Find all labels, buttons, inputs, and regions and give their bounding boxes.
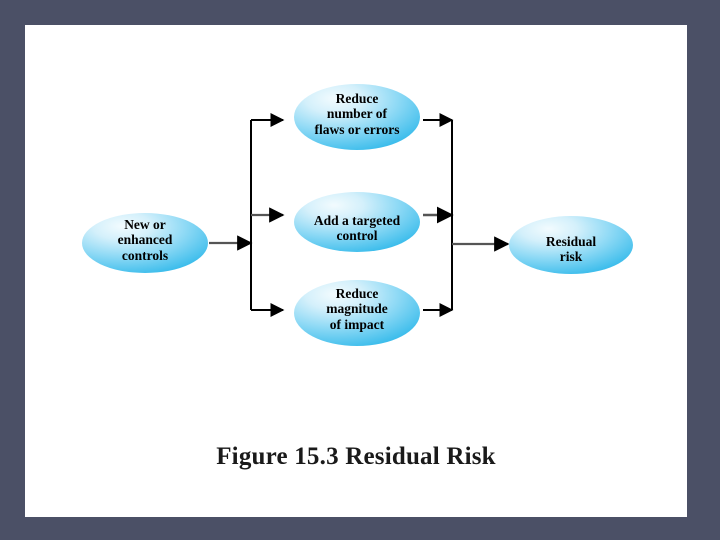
- node-residual-risk[interactable]: [509, 216, 633, 274]
- slide-canvas: New or enhanced controls Reduce number o…: [25, 25, 687, 517]
- node-reduce-magnitude-of-impact[interactable]: [294, 280, 420, 346]
- node-add-a-targeted-control[interactable]: [294, 192, 420, 252]
- node-new-or-enhanced-controls[interactable]: [82, 213, 208, 273]
- node-reduce-number-of-flaws-or-errors[interactable]: [294, 84, 420, 150]
- figure-caption: Figure 15.3 Residual Risk: [216, 443, 496, 470]
- diagram-canvas: [82, 84, 633, 346]
